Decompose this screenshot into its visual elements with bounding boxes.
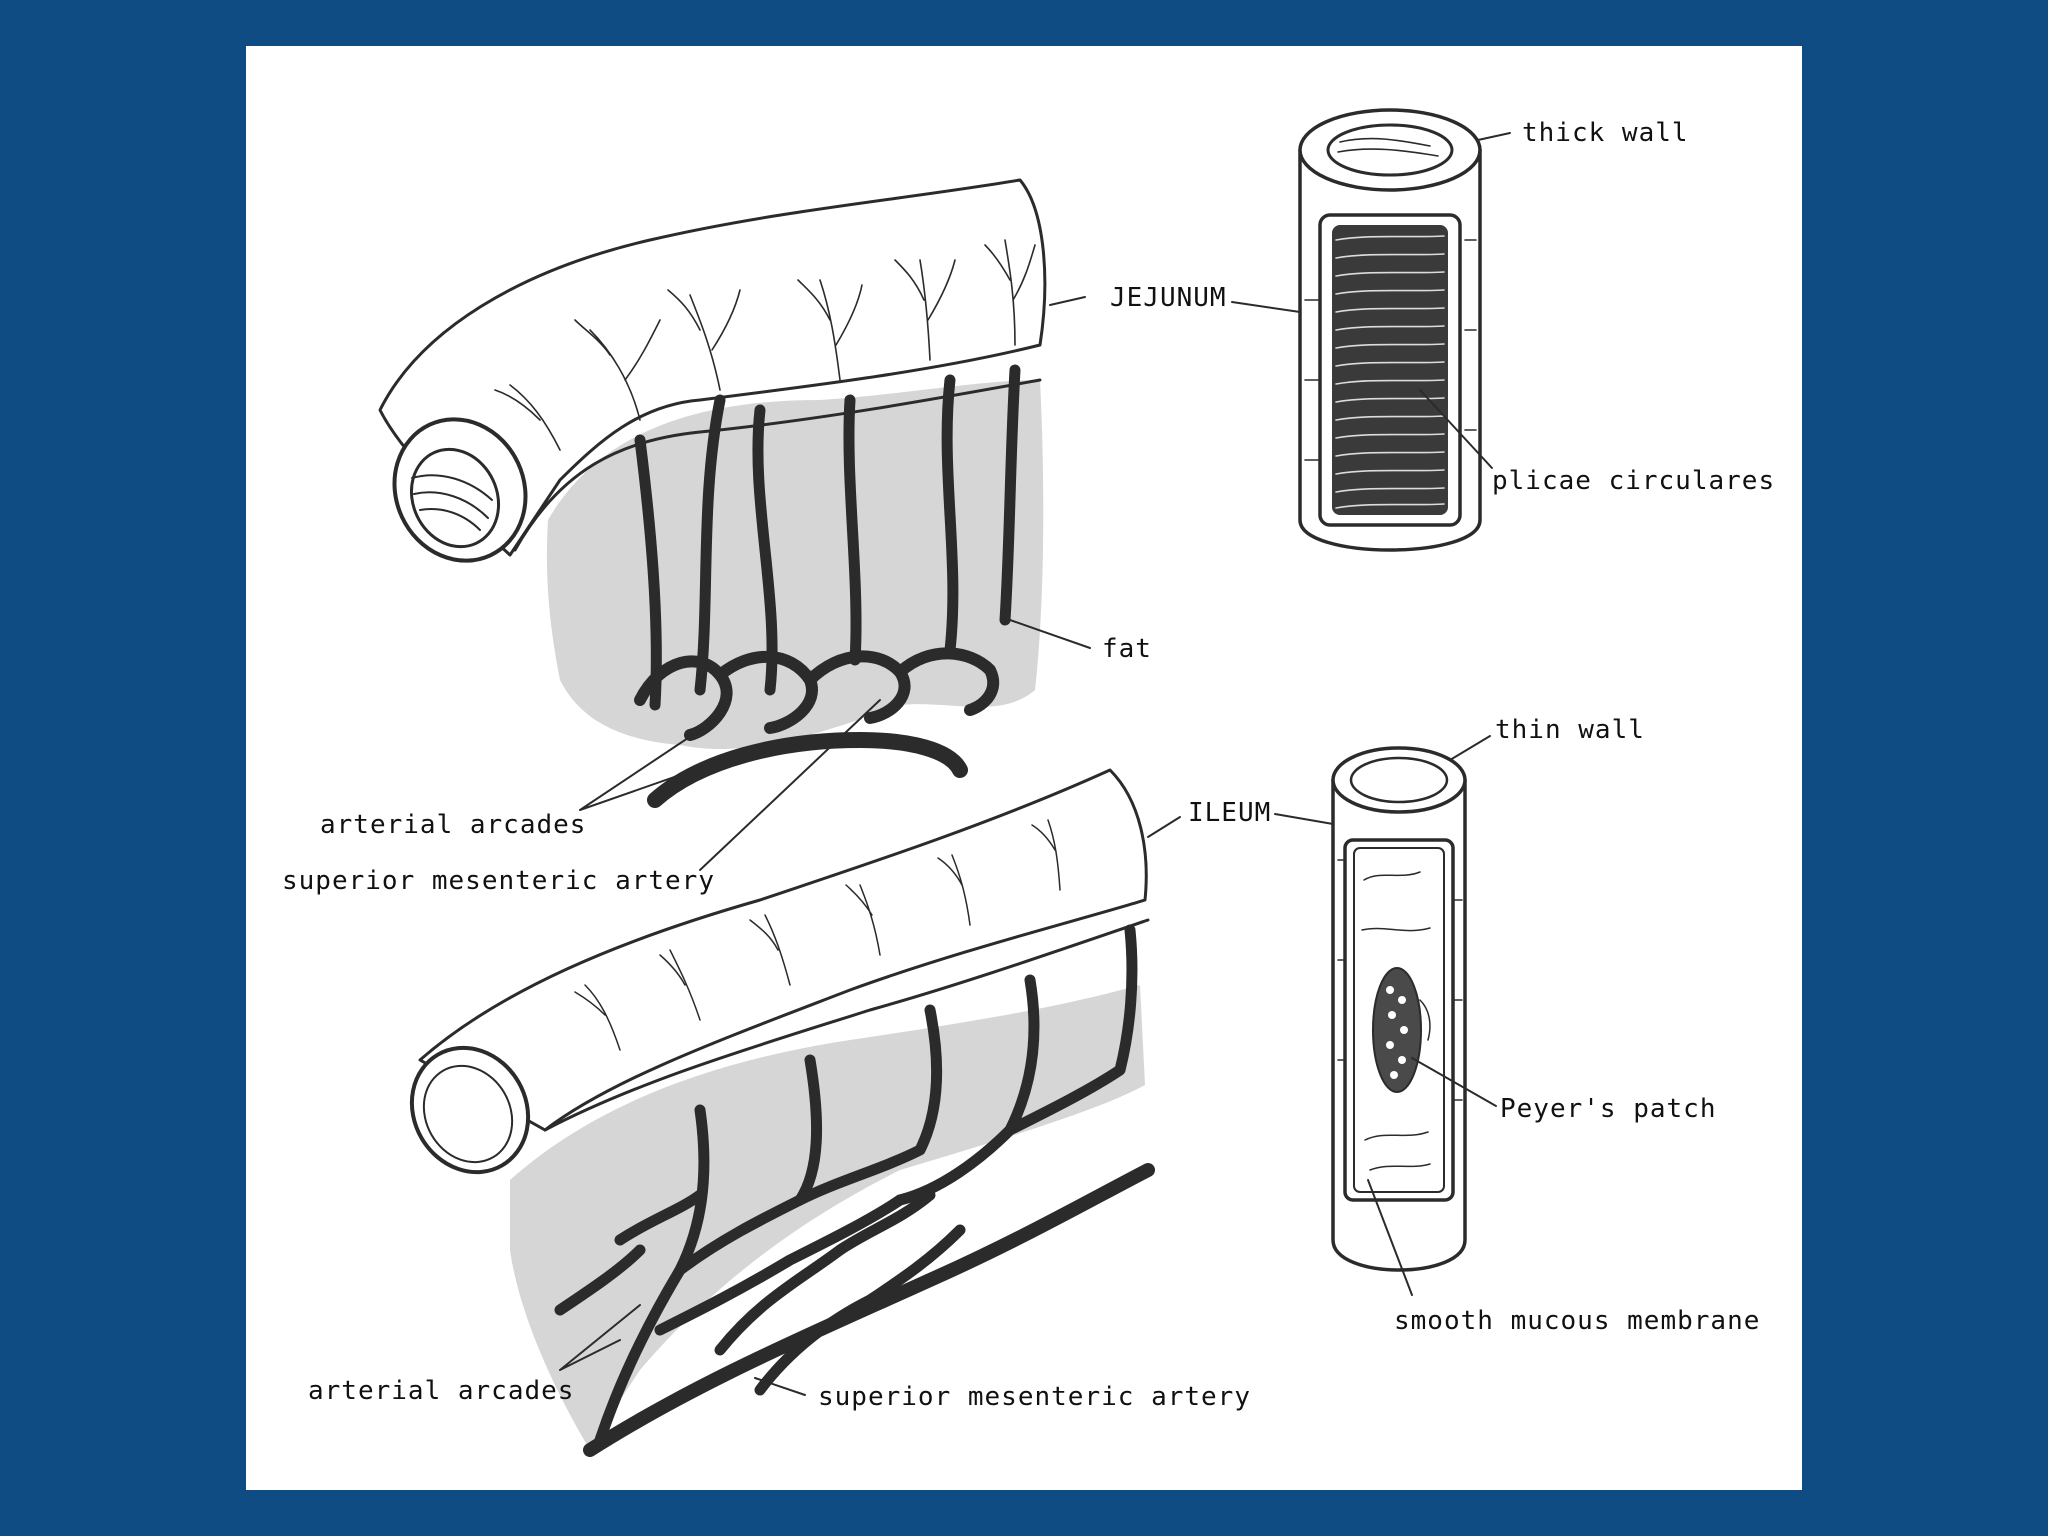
jejunum-superior-mesenteric-artery xyxy=(647,732,968,808)
leader-jejunum xyxy=(1049,296,1086,306)
label-jejunum: JEJUNUM xyxy=(1110,283,1227,313)
label-thick-wall: thick wall xyxy=(1522,118,1689,148)
leader-thick-wall xyxy=(1477,132,1511,141)
ileum-fat xyxy=(510,985,1145,1450)
leader-ileum xyxy=(1147,816,1181,838)
leader-smooth-mucous-membrane xyxy=(1367,1179,1413,1296)
leader-fat xyxy=(1009,619,1091,649)
label-thin-wall: thin wall xyxy=(1495,715,1645,745)
leader-jejunum-section xyxy=(1231,301,1301,313)
leader-ileum-section xyxy=(1274,813,1334,825)
leader-superior-mesenteric-artery-lower xyxy=(754,1377,806,1396)
jejunum-fat xyxy=(546,380,1044,750)
label-fat: fat xyxy=(1102,634,1152,664)
ileum-drawing xyxy=(409,768,1155,1457)
leader-thin-wall xyxy=(1449,735,1491,761)
leader-arterial-arcades-upper xyxy=(579,729,781,811)
ileum-opening xyxy=(409,1045,531,1175)
label-peyers-patch: Peyer's patch xyxy=(1500,1094,1717,1124)
ileum-tube xyxy=(418,768,1148,1132)
peyers-patch xyxy=(1372,967,1422,1093)
label-ileum: ILEUM xyxy=(1188,798,1272,828)
label-plicae-circulares: plicae circulares xyxy=(1492,466,1776,496)
ileum-superior-mesenteric-artery xyxy=(583,1163,1155,1457)
jejunum-drawing xyxy=(378,178,1047,808)
label-arterial-arcades-lower: arterial arcades xyxy=(308,1376,575,1406)
label-superior-mesenteric-artery-upper: superior mesenteric artery xyxy=(282,866,715,896)
label-arterial-arcades-upper: arterial arcades xyxy=(320,810,587,840)
leader-lines xyxy=(559,132,1511,1396)
ileum-section xyxy=(1331,746,1467,1272)
jejunum-section xyxy=(1298,108,1482,552)
label-smooth-mucous-membrane: smooth mucous membrane xyxy=(1394,1306,1761,1336)
leader-arterial-arcades-lower xyxy=(559,1304,641,1371)
label-superior-mesenteric-artery-lower: superior mesenteric artery xyxy=(818,1382,1251,1412)
leader-peyers-patch xyxy=(1411,1057,1497,1107)
leader-plicae xyxy=(1419,389,1493,469)
leader-superior-mesenteric-artery-upper xyxy=(699,699,881,871)
